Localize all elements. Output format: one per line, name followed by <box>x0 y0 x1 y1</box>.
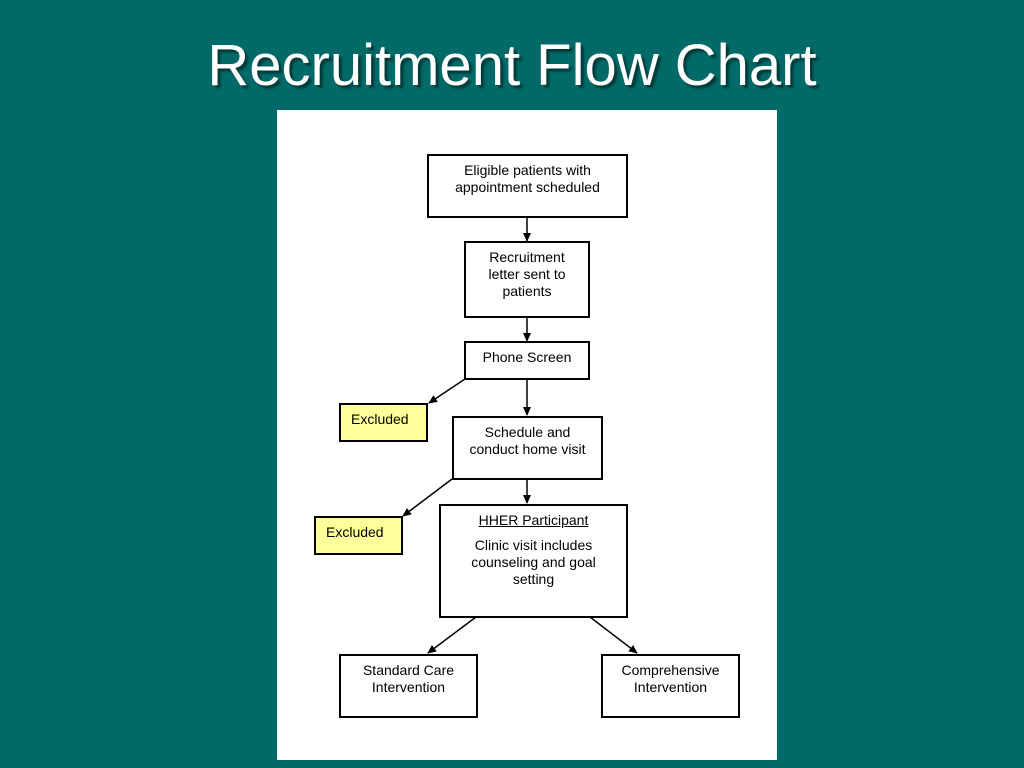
arrow-participant-to-standard <box>427 616 477 654</box>
participant-body-line-2: counseling and goal <box>471 554 596 570</box>
standard-line-1: Standard Care <box>362 662 455 678</box>
arrow-participant-to-comprehensive <box>589 616 638 654</box>
flowchart-canvas: Eligible patients with appointment sched… <box>277 110 777 760</box>
letter-line-2: letter sent to <box>488 266 566 282</box>
comprehensive-line-1: Comprehensive <box>621 662 720 678</box>
home-visit-line-1: Schedule and <box>484 424 571 440</box>
letter-line-3: patients <box>502 283 552 299</box>
connector-layer <box>402 217 638 654</box>
phone-screen-label: Phone Screen <box>482 349 572 365</box>
phone-screen-box: Phone Screen <box>464 341 590 380</box>
eligible-line-2: appointment scheduled <box>455 179 600 195</box>
slide-title: Recruitment Flow Chart <box>207 33 817 98</box>
home-visit-line-2: conduct home visit <box>469 441 586 457</box>
letter-line-1: Recruitment <box>489 249 565 265</box>
participant-heading: HHER Participant <box>478 512 589 528</box>
eligible-patients-box: Eligible patients with appointment sched… <box>427 154 628 218</box>
arrow-phone-to-excluded <box>428 378 466 404</box>
excluded-box-1: Excluded <box>339 403 428 442</box>
home-visit-box: Schedule and conduct home visit <box>452 416 603 480</box>
excluded-label-2: Excluded <box>326 524 384 540</box>
eligible-line-1: Eligible patients with <box>464 162 591 178</box>
comprehensive-line-2: Intervention <box>633 679 708 695</box>
participant-body-line-3: setting <box>512 571 555 587</box>
comprehensive-box: Comprehensive Intervention <box>601 654 740 718</box>
hher-participant-box: HHER Participant Clinic visit includes c… <box>439 504 628 618</box>
standard-care-box: Standard Care Intervention <box>339 654 478 718</box>
excluded-label-1: Excluded <box>351 411 409 427</box>
recruitment-letter-box: Recruitment letter sent to patients <box>464 241 590 318</box>
participant-body-line-1: Clinic visit includes <box>474 537 593 553</box>
excluded-box-2: Excluded <box>314 516 403 555</box>
standard-line-2: Intervention <box>371 679 446 695</box>
arrow-home-visit-to-excluded <box>402 478 453 517</box>
